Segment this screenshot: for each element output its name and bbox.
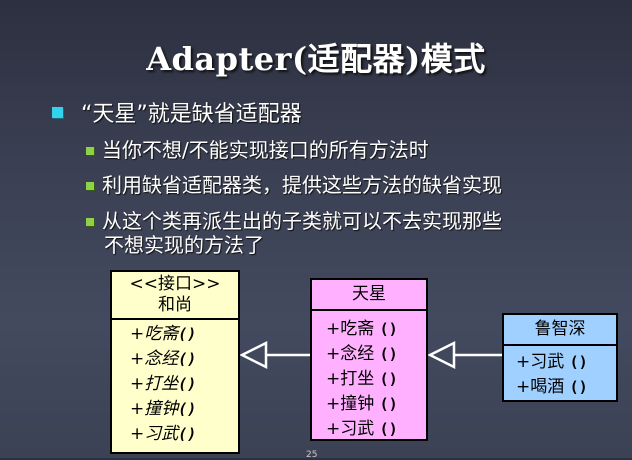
realization-arrow [240, 340, 312, 370]
class-header: 天星 [312, 280, 426, 311]
operation: +打坐 () [326, 367, 426, 392]
operation: +习武 () [516, 350, 616, 375]
sub-bullet-1: 当你不想/不能实现接口的所有方法时 [86, 138, 429, 162]
op-name: +习武 [326, 419, 375, 439]
inheritance-arrow [428, 340, 502, 370]
sub-bullet-text: 从这个类再派生出的子类就可以不去实现那些 [102, 209, 502, 233]
uml-class-tianxing-adapter: 天星 +吃斋 () +念经 () +打坐 () +撞钟 () +习武 () [310, 278, 428, 441]
op-name: +吃斋 [326, 319, 375, 339]
op-paren: () [379, 395, 398, 413]
op-name: +喝酒 [516, 377, 565, 397]
bullet-square-icon [86, 146, 94, 155]
class-name: 和尚 [158, 295, 192, 315]
uml-class-luzhishen: 鲁智深 +习武 () +喝酒 () [502, 313, 618, 402]
operation: +吃斋() [130, 322, 238, 347]
stereotype-label: <<接口>> [129, 274, 221, 294]
operation: +撞钟 () [326, 392, 426, 417]
sub-bullet-text: 利用缺省适配器类，提供这些方法的缺省实现 [102, 173, 502, 197]
op-paren: () [379, 420, 398, 438]
op-paren: () [379, 345, 398, 363]
op-name: +习武 [130, 424, 179, 444]
class-name: 鲁智深 [534, 319, 586, 339]
op-paren: () [379, 370, 398, 388]
class-name: 天星 [352, 284, 386, 304]
slide-title: Adapter(适配器)模式 [146, 40, 486, 78]
sub-bullet-text: 当你不想/不能实现接口的所有方法时 [102, 138, 429, 162]
op-name: +习武 [516, 352, 565, 372]
bullet-square-icon [86, 217, 94, 226]
operation: +喝酒 () [516, 375, 616, 400]
operation: +吃斋 () [326, 317, 426, 342]
op-paren: () [178, 325, 197, 343]
operations-list: +吃斋 () +念经 () +打坐 () +撞钟 () +习武 () [312, 311, 426, 444]
main-bullet: “天星”就是缺省适配器 [52, 96, 302, 128]
page-number: 25 [306, 450, 318, 460]
operations-list: +吃斋() +念经() +打坐() +撞钟() +习武() [112, 320, 238, 449]
operation: +习武 () [326, 417, 426, 442]
operation: +习武() [130, 422, 238, 447]
main-bullet-text: “天星”就是缺省适配器 [81, 102, 302, 127]
class-header: 鲁智深 [504, 315, 616, 346]
op-paren: () [569, 378, 588, 396]
sub-bullet-3: 从这个类再派生出的子类就可以不去实现那些 不想实现的方法了 [86, 209, 502, 257]
class-header: <<接口>> 和尚 [112, 272, 238, 320]
sub-bullet-text-continued: 不想实现的方法了 [104, 233, 264, 257]
bullet-square-icon [52, 106, 63, 118]
op-name: +撞钟 [326, 394, 375, 414]
operation: +打坐() [130, 372, 238, 397]
operation: +念经 () [326, 342, 426, 367]
op-name: +撞钟 [130, 399, 179, 419]
op-name: +吃斋 [130, 324, 179, 344]
op-name: +念经 [326, 344, 375, 364]
op-paren: () [178, 375, 197, 393]
op-paren: () [178, 425, 197, 443]
op-name: +念经 [130, 349, 179, 369]
op-paren: () [178, 350, 197, 368]
uml-class-monk-interface: <<接口>> 和尚 +吃斋() +念经() +打坐() +撞钟() +习武() [110, 270, 240, 454]
op-name: +打坐 [326, 369, 375, 389]
operation: +撞钟() [130, 397, 238, 422]
op-paren: () [178, 400, 197, 418]
sub-bullet-2: 利用缺省适配器类，提供这些方法的缺省实现 [86, 173, 502, 197]
op-paren: () [569, 353, 588, 371]
operation: +念经() [130, 347, 238, 372]
bullet-square-icon [86, 181, 94, 190]
operations-list: +习武 () +喝酒 () [504, 346, 616, 402]
op-name: +打坐 [130, 374, 179, 394]
op-paren: () [379, 320, 398, 338]
